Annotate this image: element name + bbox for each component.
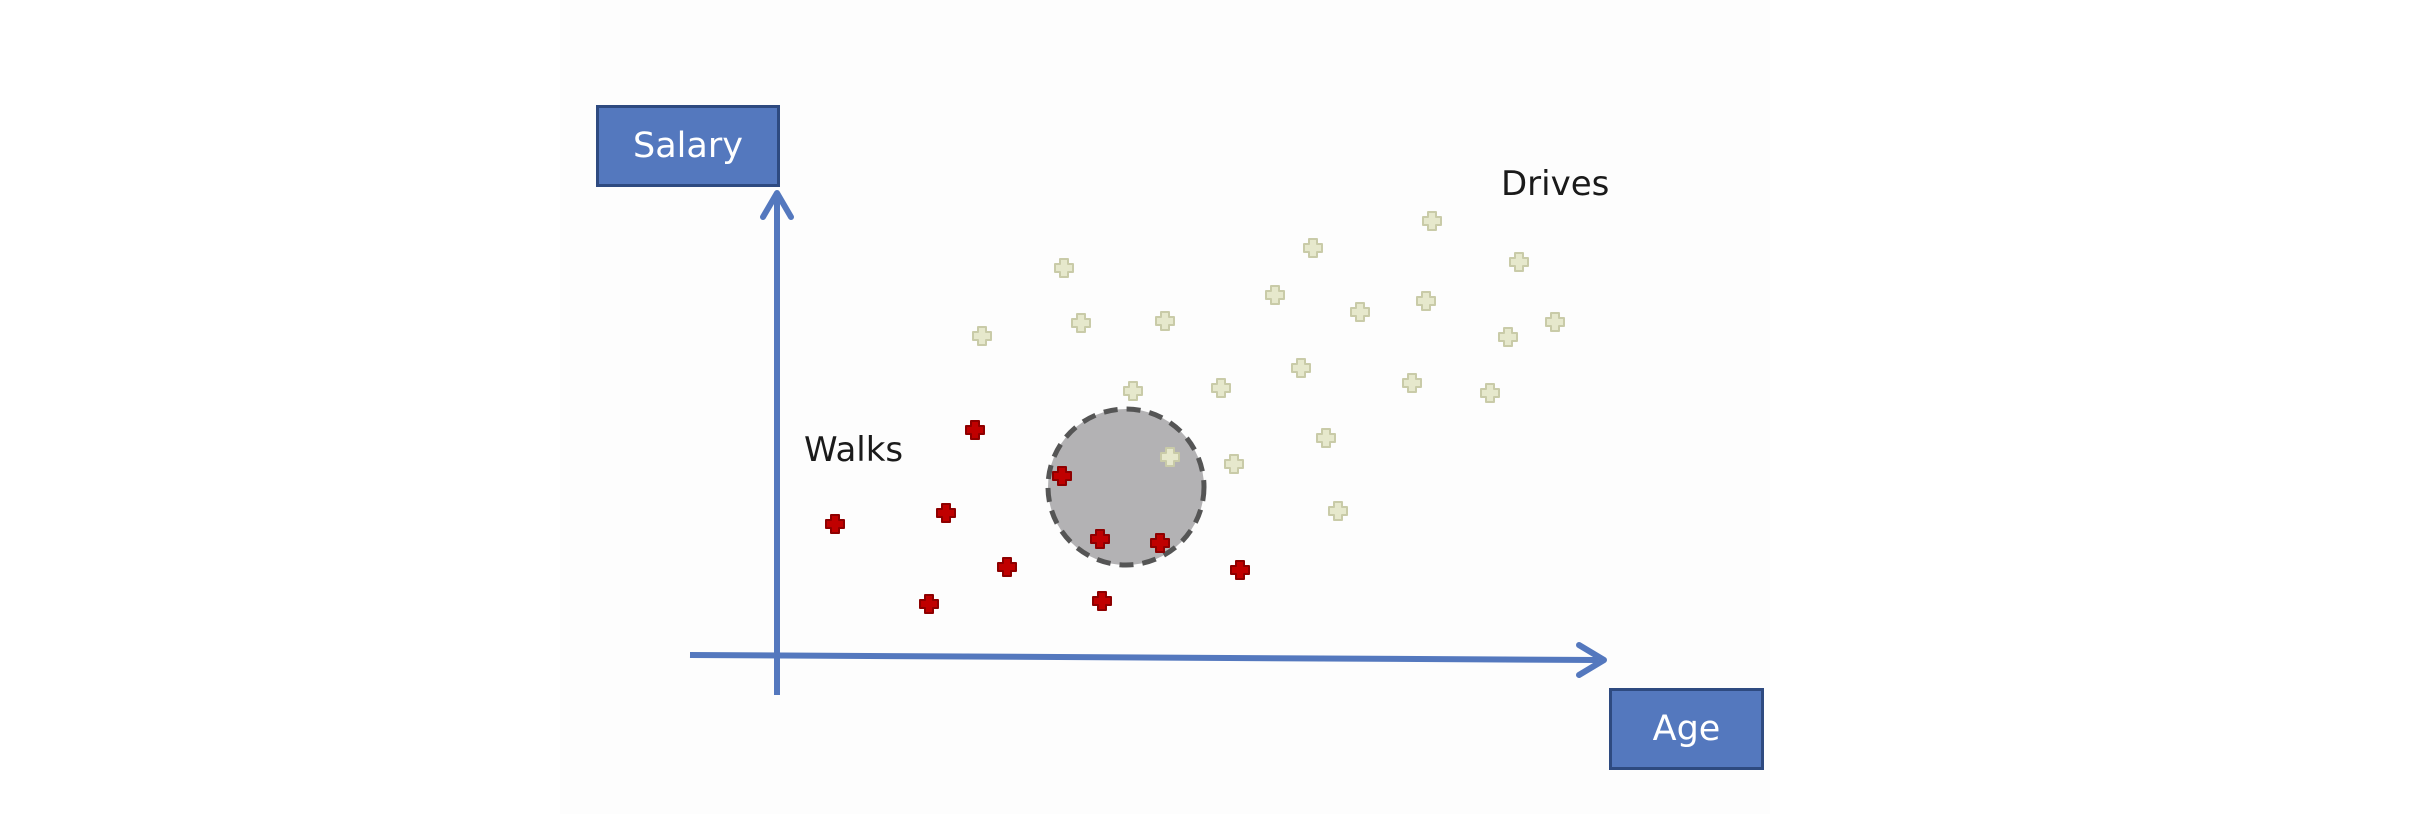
x-axis-label-box: Age bbox=[1609, 688, 1764, 770]
drives-plus-marker bbox=[1224, 454, 1244, 474]
drives-plus-marker bbox=[1211, 378, 1231, 398]
drives-plus-marker bbox=[1316, 428, 1336, 448]
drives-plus-marker bbox=[1422, 211, 1442, 231]
walks-plus-marker bbox=[919, 594, 939, 614]
drives-plus-marker bbox=[1291, 358, 1311, 378]
walks-plus-marker bbox=[965, 420, 985, 440]
x-axis-line bbox=[689, 652, 1599, 663]
walks-plus-marker bbox=[936, 503, 956, 523]
drives-plus-marker bbox=[1155, 311, 1175, 331]
y-axis-label-box: Salary bbox=[596, 105, 780, 187]
drives-plus-marker bbox=[1123, 381, 1143, 401]
walks-plus-marker bbox=[1092, 591, 1112, 611]
walks-group-label: Walks bbox=[804, 430, 904, 470]
walks-plus-marker bbox=[825, 514, 845, 534]
drives-plus-marker bbox=[1480, 383, 1500, 403]
neighborhood-circle bbox=[1045, 406, 1207, 568]
drives-plus-marker bbox=[1265, 285, 1285, 305]
drives-plus-marker bbox=[1402, 373, 1422, 393]
drives-plus-marker bbox=[1498, 327, 1518, 347]
drives-plus-marker bbox=[1054, 258, 1074, 278]
drives-plus-marker bbox=[1509, 252, 1529, 272]
walks-plus-marker bbox=[997, 557, 1017, 577]
drives-group-label: Drives bbox=[1501, 164, 1610, 204]
drives-plus-marker bbox=[1071, 313, 1091, 333]
walks-plus-marker bbox=[1052, 466, 1072, 486]
y-axis-arrowhead bbox=[760, 190, 794, 220]
walks-points bbox=[825, 420, 1250, 614]
walks-plus-marker bbox=[1150, 533, 1170, 553]
walks-plus-marker bbox=[1090, 529, 1110, 549]
drives-plus-marker bbox=[1303, 238, 1323, 258]
drives-points bbox=[972, 211, 1565, 521]
drives-plus-marker bbox=[1416, 291, 1436, 311]
drives-plus-marker bbox=[1545, 312, 1565, 332]
y-axis-label: Salary bbox=[633, 126, 743, 166]
drives-plus-marker bbox=[1328, 501, 1348, 521]
walks-plus-marker bbox=[1230, 560, 1250, 580]
drives-plus-marker bbox=[1160, 447, 1180, 467]
x-axis-label: Age bbox=[1652, 709, 1721, 749]
drives-plus-marker bbox=[1350, 302, 1370, 322]
x-axis-arrowhead bbox=[1576, 642, 1607, 678]
drives-plus-marker bbox=[972, 326, 992, 346]
